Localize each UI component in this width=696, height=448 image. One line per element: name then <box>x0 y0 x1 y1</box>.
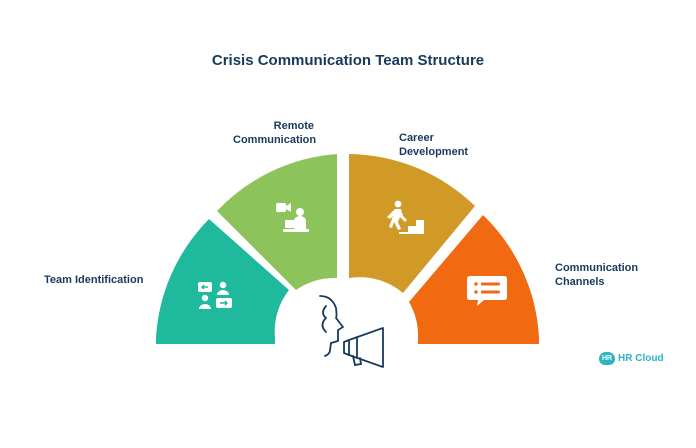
segment-team-identification <box>156 219 289 344</box>
remote-work-icon <box>276 203 309 232</box>
label-line: Communication <box>555 262 639 274</box>
message-list-icon <box>467 276 507 306</box>
brand-name: HR Cloud <box>618 352 664 364</box>
label-remote-communication: Remote Communication <box>233 119 317 147</box>
label-career-development: Career Development <box>399 131 468 159</box>
segment-career-development <box>349 154 475 293</box>
label-line: Channels <box>555 276 605 288</box>
speaker-megaphone-icon <box>319 295 384 368</box>
label-communication-channels: Communication Channels <box>555 261 638 289</box>
segment-remote-communication <box>217 154 337 290</box>
label-line: Team Identification <box>44 274 144 286</box>
team-chat-icon <box>198 281 232 309</box>
label-line: Development <box>399 146 469 158</box>
diagram-title: Crisis Communication Team Structure <box>211 52 485 69</box>
label-line: Career <box>399 132 434 144</box>
label-team-identification: Team Identification <box>44 273 143 287</box>
label-line: Remote <box>273 120 314 132</box>
career-stairs-icon <box>387 200 424 234</box>
brand: HR HR Cloud <box>599 351 664 365</box>
hr-cloud-logo-icon: HR <box>599 351 615 365</box>
label-line: Communication <box>233 134 317 146</box>
